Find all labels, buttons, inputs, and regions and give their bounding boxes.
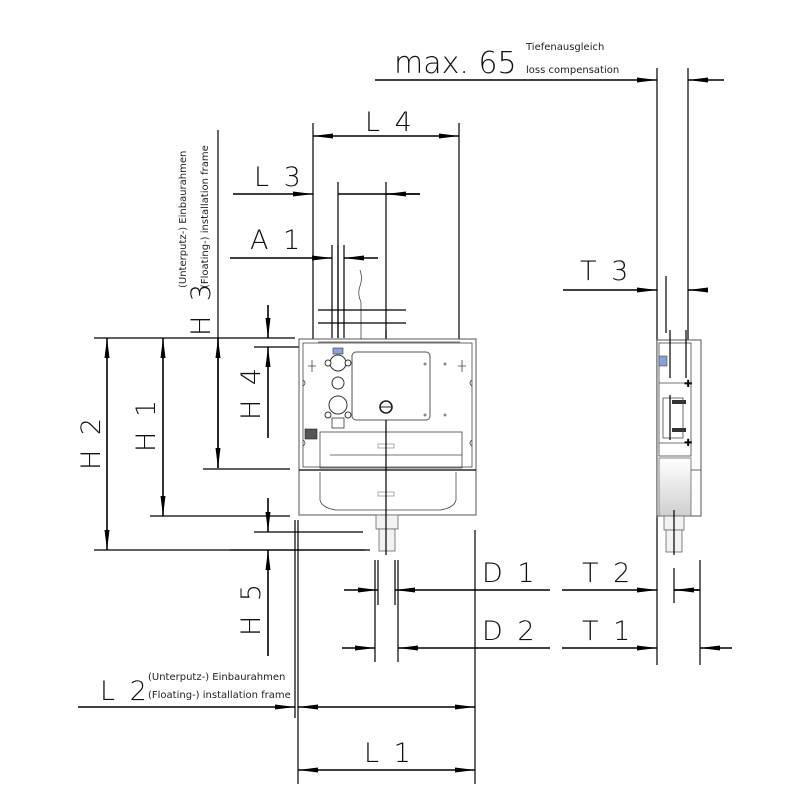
dimension-t2: T 2	[562, 558, 700, 603]
label-a1: A 1	[250, 225, 303, 256]
dimension-a1: A 1	[230, 225, 378, 338]
dimension-t1: T 1	[562, 560, 732, 665]
dimension-h4: H 4	[236, 305, 271, 438]
label-h1: H 1	[131, 397, 162, 452]
l2-installation-frame-note: L 2 (Unterputz-) Einbaurahmen (Floating-…	[78, 520, 475, 718]
svg-text:✚: ✚	[684, 438, 692, 449]
label-h5: H 5	[236, 581, 267, 636]
label-l2: L 2	[100, 676, 150, 707]
label-h2: H 2	[76, 415, 107, 470]
side-view-unit: ✚ ✚	[656, 330, 702, 555]
l2-frame-de: (Unterputz-) Einbaurahmen	[148, 672, 285, 683]
l2-frame-en: (Floating-) installation frame	[148, 690, 291, 701]
label-d2: D 2	[482, 616, 538, 647]
dimension-t3: T 3	[563, 256, 708, 333]
dimension-h2: H 2	[76, 338, 110, 550]
label-h3: H 3	[186, 281, 217, 336]
depth-compensation-en: loss compensation	[526, 65, 619, 76]
dimension-h1: H 1	[131, 338, 166, 516]
max-depth-compensation-note: max. 65 Tiefenausgleich loss compensatio…	[375, 42, 724, 83]
dimension-l1: L 1	[297, 520, 476, 784]
depth-compensation-de: Tiefenausgleich	[525, 42, 604, 53]
svg-text:✚: ✚	[684, 379, 692, 390]
dimension-l4: L 4	[312, 107, 460, 340]
label-t1: T 1	[582, 616, 633, 647]
max-depth-value: max. 65	[394, 46, 517, 81]
h3-installation-frame-note: H 3 (Unterputz-) Einbaurahmen (Floating-…	[178, 130, 221, 468]
label-l4: L 4	[365, 107, 415, 138]
dimension-d1: D 1	[344, 558, 550, 593]
label-t3: T 3	[580, 256, 631, 287]
label-l3: L 3	[254, 162, 304, 193]
h3-frame-de: (Unterputz-) Einbaurahmen	[178, 151, 189, 288]
label-l1: L 1	[364, 738, 414, 769]
label-t2: T 2	[582, 558, 633, 589]
label-h4: H 4	[236, 365, 267, 420]
dimension-l3: L 3	[233, 162, 420, 340]
front-view-unit	[298, 338, 477, 555]
label-d1: D 1	[482, 558, 538, 589]
h3-frame-en: (Floating-) installation frame	[200, 145, 211, 288]
dimension-d2: D 2	[342, 616, 550, 651]
dimension-h5: H 5	[230, 498, 365, 656]
